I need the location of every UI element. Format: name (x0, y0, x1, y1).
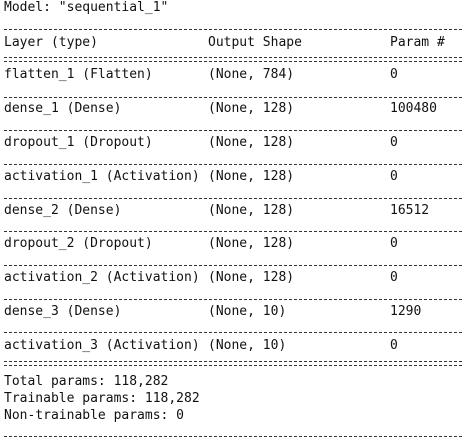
row-divider (4, 198, 462, 199)
row-output-shape: (None, 10) (208, 304, 287, 319)
row-layer: dense_2 (Dense) (4, 203, 122, 218)
row-param: 0 (390, 135, 398, 150)
row-output-shape: (None, 128) (208, 203, 295, 218)
row-output-shape: (None, 128) (208, 101, 295, 116)
row-layer: dense_1 (Dense) (4, 101, 122, 116)
total-params: Total params: 118,282 (4, 374, 169, 389)
non-trainable-params: Non-trainable params: 0 (4, 408, 185, 423)
row-divider (4, 332, 462, 333)
row-divider (4, 97, 462, 98)
row-output-shape: (None, 128) (208, 270, 295, 285)
row-param: 0 (390, 236, 398, 251)
row-param: 0 (390, 338, 398, 353)
row-output-shape: (None, 128) (208, 135, 295, 150)
row-layer: dense_3 (Dense) (4, 304, 122, 319)
header-param-count: Param # (390, 35, 445, 50)
header-double-rule (4, 57, 462, 62)
row-divider (4, 164, 462, 165)
row-layer: dropout_2 (Dropout) (4, 236, 153, 251)
row-divider (4, 299, 462, 300)
row-output-shape: (None, 10) (208, 338, 287, 353)
row-output-shape: (None, 128) (208, 236, 295, 251)
header-layer-type: Layer (type) (4, 35, 98, 50)
row-param: 100480 (390, 101, 437, 116)
header-output-shape: Output Shape (208, 35, 302, 50)
trainable-params: Trainable params: 118,282 (4, 391, 200, 406)
bottom-rule (4, 436, 462, 437)
row-divider (4, 231, 462, 232)
row-param: 0 (390, 67, 398, 82)
row-divider (4, 130, 462, 131)
row-layer: dropout_1 (Dropout) (4, 135, 153, 150)
model-title: Model: "sequential_1" (4, 0, 169, 15)
row-output-shape: (None, 128) (208, 169, 295, 184)
row-layer: activation_2 (Activation) (4, 270, 200, 285)
row-output-shape: (None, 784) (208, 67, 295, 82)
top-rule (4, 29, 462, 30)
row-divider (4, 265, 462, 266)
row-layer: activation_3 (Activation) (4, 338, 200, 353)
row-param: 1290 (390, 304, 422, 319)
footer-double-rule (4, 361, 462, 366)
row-param: 0 (390, 169, 398, 184)
row-layer: flatten_1 (Flatten) (4, 67, 153, 82)
row-param: 0 (390, 270, 398, 285)
row-layer: activation_1 (Activation) (4, 169, 200, 184)
row-param: 16512 (390, 203, 430, 218)
